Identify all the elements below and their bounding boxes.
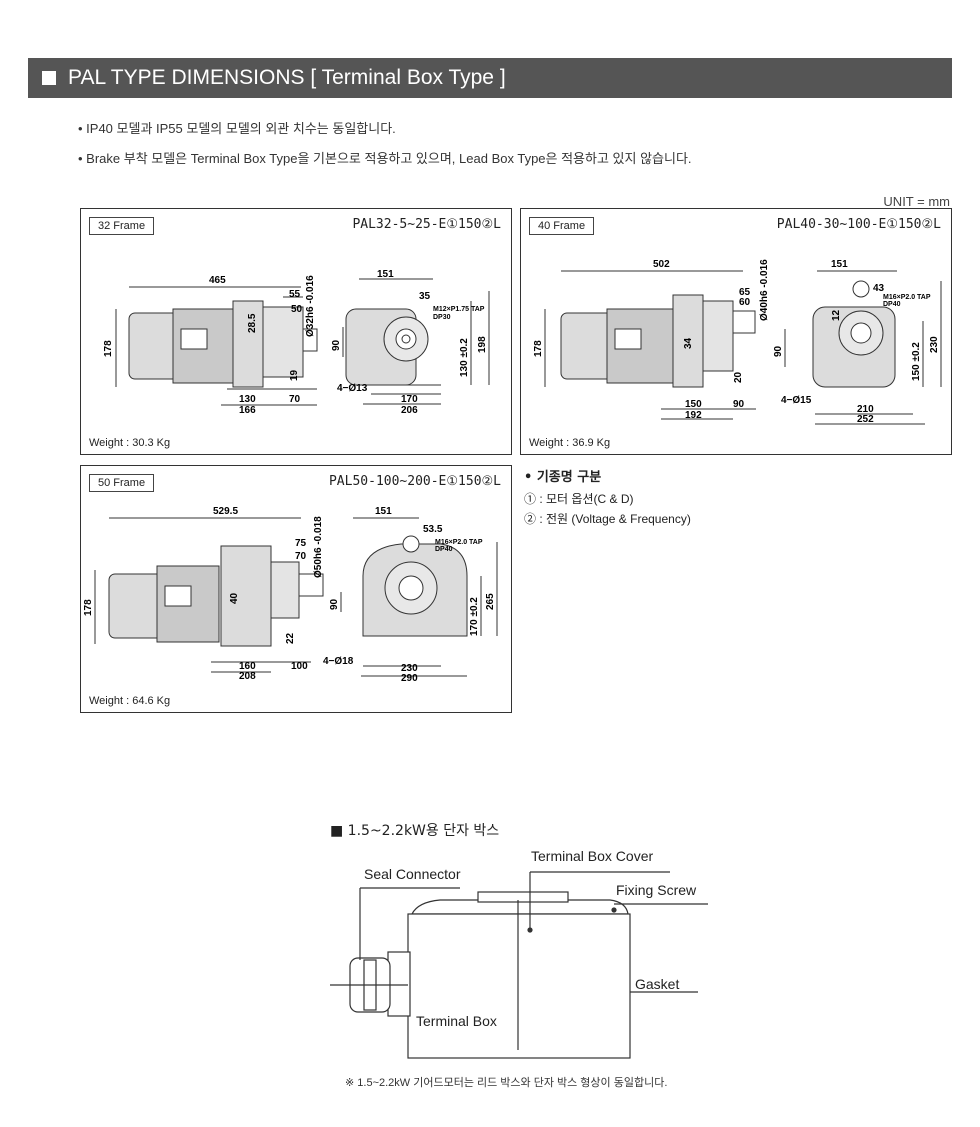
model-code: PAL50-100~200-E①150②L xyxy=(328,474,501,489)
terminal-box-label: Terminal Box xyxy=(416,1013,497,1029)
terminal-box-cover-label: Terminal Box Cover xyxy=(531,848,654,864)
dim-90: 90 xyxy=(773,345,784,357)
dim-40: 40 xyxy=(229,592,240,604)
dim-178: 178 xyxy=(103,340,114,357)
legend-item-motor: ① : 모터 옵션(C & D) xyxy=(524,492,634,506)
dim-170: 170 xyxy=(401,394,418,405)
dim-shaft: Ø50h6 -0.018 xyxy=(313,516,324,578)
dim-20: 20 xyxy=(733,371,744,383)
dim-100: 100 xyxy=(291,661,308,672)
dim-12: 12 xyxy=(831,309,842,321)
dim-tap: M12×P1.75 TAP xyxy=(433,306,485,313)
model-code: PAL40-30~100-E①150②L xyxy=(776,217,941,232)
dim-210: 210 xyxy=(857,404,874,415)
dim-265: 265 xyxy=(485,593,496,610)
dim-150-height: 150 ±0.2 xyxy=(911,342,922,381)
dim-151: 151 xyxy=(375,506,392,517)
dim-290: 290 xyxy=(401,673,418,684)
dim-dp: DP40 xyxy=(435,546,453,553)
dim-tap: M16×P2.0 TAP xyxy=(883,294,931,301)
seal-connector-label: Seal Connector xyxy=(364,866,461,882)
dim-70: 70 xyxy=(289,394,301,405)
dim-22: 22 xyxy=(285,632,296,644)
frame-tag: 40 Frame xyxy=(529,217,595,235)
weight-label: Weight : 36.9 Kg xyxy=(529,437,611,449)
dim-shaft: Ø32h6 -0.016 xyxy=(305,275,316,337)
dim-160: 160 xyxy=(239,661,256,672)
section-header: PAL TYPE DIMENSIONS [ Terminal Box Type … xyxy=(28,58,952,98)
dim-130: 130 xyxy=(239,394,256,405)
note-brake: • Brake 부착 모델은 Terminal Box Type을 기본으로 적… xyxy=(78,151,692,166)
model-code: PAL32-5~25-E①150②L xyxy=(352,217,501,232)
frame-32-drawing: 465 55 50 Ø32h6 -0.016 28.5 178 19 130 7… xyxy=(103,269,490,416)
dim-43: 43 xyxy=(873,283,885,294)
dim-dp: DP40 xyxy=(883,301,901,308)
dim-178: 178 xyxy=(83,599,94,616)
dim-192: 192 xyxy=(685,410,702,421)
dim-holes: 4−Ø15 xyxy=(781,395,812,406)
section-title: PAL TYPE DIMENSIONS [ Terminal Box Type … xyxy=(68,66,506,89)
dim-55: 55 xyxy=(289,289,301,300)
unit-label: UNIT = mm xyxy=(883,194,950,209)
dim-206: 206 xyxy=(401,405,418,416)
frame-40-drawing: 502 65 60 Ø40h6 -0.016 34 178 20 150 90 … xyxy=(533,259,942,425)
dim-90b: 90 xyxy=(733,399,745,410)
fixing-screw-label: Fixing Screw xyxy=(616,882,697,898)
frame-tag: 50 Frame xyxy=(89,474,155,492)
dim-198: 198 xyxy=(477,336,488,353)
dim-90: 90 xyxy=(331,339,342,351)
frame-tag: 32 Frame xyxy=(89,217,155,235)
dim-70: 70 xyxy=(295,551,307,562)
dim-252: 252 xyxy=(857,414,874,425)
frame-50-panel: 50 Frame PAL50-100~200-E①150②L 529 xyxy=(80,465,512,713)
frame-40-panel: 40 Frame PAL40-30~100-E①150②L 502 xyxy=(520,208,952,455)
dim-60: 60 xyxy=(739,297,751,308)
dim-35: 35 xyxy=(419,291,431,302)
dim-230: 230 xyxy=(929,336,940,353)
dim-19: 19 xyxy=(289,369,300,381)
dim-dp: DP30 xyxy=(433,314,451,321)
dim-208: 208 xyxy=(239,671,256,682)
dim-90: 90 xyxy=(329,598,340,610)
model-legend-title: • 기종명 구분 xyxy=(524,470,602,485)
dim-holes: 4−Ø18 xyxy=(323,656,354,667)
dim-53: 53.5 xyxy=(423,524,443,535)
frame-32-panel: 32 Frame PAL32-5~25-E①150②L xyxy=(80,208,512,455)
dim-150: 150 xyxy=(685,399,702,410)
terminal-section-title: ■ 1.5~2.2kW용 단자 박스 xyxy=(330,823,500,839)
dim-holes: 4−Ø13 xyxy=(337,383,368,394)
dim-166: 166 xyxy=(239,405,256,416)
dim-170-height: 170 ±0.2 xyxy=(469,597,480,636)
dim-length: 465 xyxy=(209,275,226,286)
note-ip-models: • IP40 모델과 IP55 모델의 모델의 외관 치수는 동일합니다. xyxy=(78,121,396,136)
weight-label: Weight : 30.3 Kg xyxy=(89,437,171,449)
dim-151: 151 xyxy=(377,269,394,280)
dim-length: 529.5 xyxy=(213,506,238,517)
legend-item-power: ② : 전원 (Voltage & Frequency) xyxy=(524,512,691,526)
weight-label: Weight : 64.6 Kg xyxy=(89,695,171,707)
terminal-footnote: ※ 1.5~2.2kW 기어드모터는 리드 박스와 단자 박스 형상이 동일합니… xyxy=(345,1077,668,1089)
dim-28: 28.5 xyxy=(247,313,258,333)
terminal-box-drawing xyxy=(330,871,708,1059)
dim-34: 34 xyxy=(683,337,694,349)
square-bullet-icon xyxy=(42,71,56,85)
dim-230: 230 xyxy=(401,663,418,674)
frame-50-drawing: 529.5 75 70 Ø50h6 -0.018 40 178 22 160 1… xyxy=(83,506,498,684)
dim-length: 502 xyxy=(653,259,670,270)
dim-178: 178 xyxy=(533,340,544,357)
gasket-label: Gasket xyxy=(635,976,680,992)
dim-tap: M16×P2.0 TAP xyxy=(435,539,483,546)
dim-50: 50 xyxy=(291,304,303,315)
dim-130-height: 130 ±0.2 xyxy=(459,338,470,377)
dim-75: 75 xyxy=(295,538,307,549)
dim-151: 151 xyxy=(831,259,848,270)
dim-shaft: Ø40h6 -0.016 xyxy=(759,259,770,321)
dim-65: 65 xyxy=(739,287,751,298)
